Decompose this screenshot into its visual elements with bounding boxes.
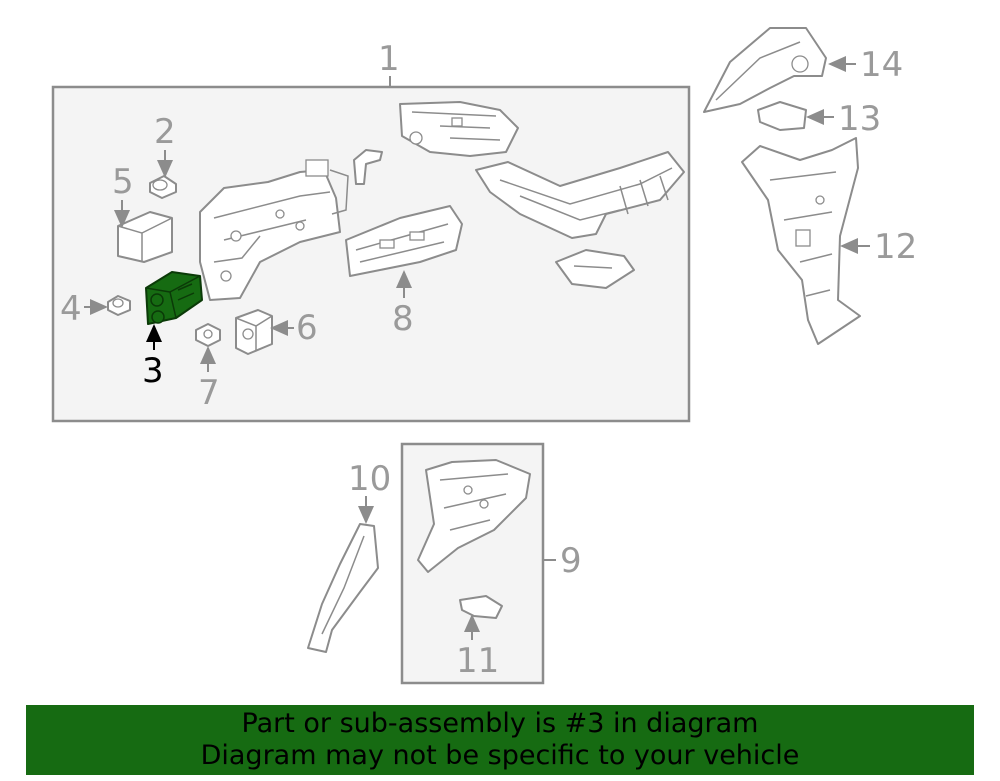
callout-14[interactable]: 14 — [860, 45, 903, 85]
part-7-bolt[interactable] — [195, 323, 221, 347]
callout-13[interactable]: 13 — [838, 99, 881, 139]
small-cradle-part — [555, 249, 635, 289]
callout-10[interactable]: 10 — [348, 459, 391, 499]
part-11-small-bracket[interactable] — [459, 595, 503, 619]
part-10-inner-panel[interactable] — [307, 523, 379, 653]
info-banner: Part or sub-assembly is #3 in diagram Di… — [26, 705, 974, 775]
callout-7[interactable]: 7 — [198, 373, 220, 413]
upper-cowl-panel — [399, 101, 519, 157]
banner-line-2: Diagram may not be specific to your vehi… — [200, 740, 800, 771]
callout-4[interactable]: 4 — [60, 289, 82, 329]
callout-5[interactable]: 5 — [112, 162, 134, 202]
callout-3[interactable]: 3 — [142, 351, 164, 391]
callout-11[interactable]: 11 — [456, 641, 499, 681]
callout-6[interactable]: 6 — [296, 308, 318, 348]
part-9-wheelhouse-assembly[interactable] — [417, 459, 531, 573]
banner-line-1: Part or sub-assembly is #3 in diagram — [241, 708, 759, 739]
part-5-bracket[interactable] — [117, 211, 173, 263]
long-side-rail — [475, 151, 685, 239]
part-14-upper-rail[interactable] — [703, 27, 827, 113]
part-13-bracket[interactable] — [757, 101, 807, 131]
part-4-bolt[interactable] — [107, 295, 131, 316]
callout-8[interactable]: 8 — [392, 299, 414, 339]
part-2-bolt[interactable] — [149, 175, 177, 199]
callout-1[interactable]: 1 — [378, 39, 400, 79]
callout-2[interactable]: 2 — [154, 112, 176, 152]
front-rail-assembly — [199, 159, 349, 301]
callout-9[interactable]: 9 — [560, 541, 582, 581]
part-8-reinforcement[interactable] — [345, 205, 463, 277]
part-6-mount[interactable] — [235, 309, 273, 355]
small-hook-part — [353, 149, 383, 185]
callout-12[interactable]: 12 — [874, 227, 917, 267]
part-12-pillar[interactable] — [741, 137, 861, 345]
